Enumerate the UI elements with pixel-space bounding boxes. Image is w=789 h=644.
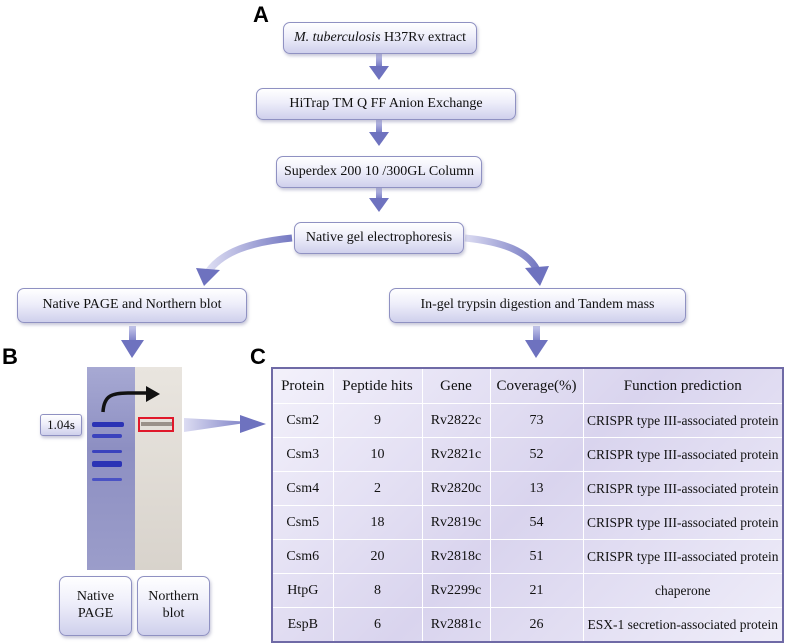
cell-gene: Rv2299c <box>421 573 491 608</box>
cell-protein: HtpG <box>271 573 334 608</box>
table-header-row: Protein Peptide hits Gene Coverage(%) Fu… <box>271 367 784 404</box>
header-protein: Protein <box>271 367 334 404</box>
cell-function: CRISPR type III-associated protein <box>582 471 784 506</box>
table-row: EspB 6 Rv2881c 26 ESX-1 secretion-associ… <box>271 607 784 643</box>
cell-gene: Rv2818c <box>421 539 491 574</box>
cell-protein: Csm2 <box>271 403 334 438</box>
protein-results-table: Protein Peptide hits Gene Coverage(%) Fu… <box>271 367 784 643</box>
step-extract: M. tuberculosis H37Rv extract <box>283 22 477 54</box>
arrow-down-3 <box>369 188 389 212</box>
cell-protein: Csm3 <box>271 437 334 472</box>
cell-gene: Rv2821c <box>421 437 491 472</box>
cell-coverage: 73 <box>489 403 584 438</box>
table-row: Csm5 18 Rv2819c 54 CRISPR type III-assoc… <box>271 505 784 540</box>
cell-coverage: 54 <box>489 505 584 540</box>
panel-label-c: C <box>250 344 266 369</box>
cell-coverage: 26 <box>489 607 584 643</box>
cell-function: chaperone <box>582 573 784 608</box>
native-page-label: Native PAGE <box>59 576 132 636</box>
arrow-down-gel <box>121 326 144 358</box>
cell-protein: Csm5 <box>271 505 334 540</box>
table-row: Csm3 10 Rv2821c 52 CRISPR type III-assoc… <box>271 437 784 472</box>
highlight-box <box>138 417 174 432</box>
arrow-down-1 <box>369 54 389 80</box>
step-native-gel: Native gel electrophoresis <box>294 222 464 254</box>
cell-protein: EspB <box>271 607 334 643</box>
step-anion-exchange: HiTrap TM Q FF Anion Exchange <box>256 88 516 120</box>
northern-blot-membrane <box>135 367 182 570</box>
cell-coverage: 13 <box>489 471 584 506</box>
gel-band <box>92 434 122 438</box>
arrow-down-table <box>525 326 548 358</box>
branch-trypsin-mass: In-gel trypsin digestion and Tandem mass <box>389 288 686 323</box>
gel-band <box>92 450 122 453</box>
cell-gene: Rv2881c <box>421 607 491 643</box>
cell-peptide-hits: 6 <box>332 607 423 643</box>
cell-peptide-hits: 9 <box>332 403 423 438</box>
header-coverage: Coverage(%) <box>489 367 584 404</box>
cell-function: ESX-1 secretion-associated protein <box>582 607 784 643</box>
cell-function: CRISPR type III-associated protein <box>582 539 784 574</box>
panel-label-b: B <box>2 344 18 369</box>
cell-peptide-hits: 10 <box>332 437 423 472</box>
exposure-time-label: 1.04s <box>40 414 82 436</box>
cell-coverage: 21 <box>489 573 584 608</box>
blot-band <box>141 422 173 426</box>
cell-peptide-hits: 8 <box>332 573 423 608</box>
branch-native-page-northern: Native PAGE and Northern blot <box>17 288 247 323</box>
table-row: Csm6 20 Rv2818c 51 CRISPR type III-assoc… <box>271 539 784 574</box>
gel-band <box>92 478 122 481</box>
cell-gene: Rv2820c <box>421 471 491 506</box>
gel-band <box>92 422 124 427</box>
step-superdex-column: Superdex 200 10 /300GL Column <box>276 156 482 188</box>
panel-label-a: A <box>253 2 269 27</box>
native-page-gel <box>87 367 135 570</box>
cell-gene: Rv2819c <box>421 505 491 540</box>
cell-peptide-hits: 2 <box>332 471 423 506</box>
arrow-branch-left <box>196 234 293 286</box>
header-function: Function prediction <box>582 367 784 404</box>
header-gene: Gene <box>421 367 491 404</box>
header-peptide-hits: Peptide hits <box>332 367 423 404</box>
arrow-down-2 <box>369 120 389 146</box>
cell-function: CRISPR type III-associated protein <box>582 403 784 438</box>
northern-blot-label: Northern blot <box>137 576 210 636</box>
arrow-right-table <box>184 415 266 433</box>
cell-peptide-hits: 18 <box>332 505 423 540</box>
cell-coverage: 51 <box>489 539 584 574</box>
cell-function: CRISPR type III-associated protein <box>582 505 784 540</box>
table-row: Csm2 9 Rv2822c 73 CRISPR type III-associ… <box>271 403 784 438</box>
gel-band <box>92 461 122 467</box>
table-row: Csm4 2 Rv2820c 13 CRISPR type III-associ… <box>271 471 784 506</box>
cell-protein: Csm6 <box>271 539 334 574</box>
cell-gene: Rv2822c <box>421 403 491 438</box>
cell-peptide-hits: 20 <box>332 539 423 574</box>
cell-protein: Csm4 <box>271 471 334 506</box>
cell-coverage: 52 <box>489 437 584 472</box>
arrow-branch-right <box>464 234 549 286</box>
table-row: HtpG 8 Rv2299c 21 chaperone <box>271 573 784 608</box>
cell-function: CRISPR type III-associated protein <box>582 437 784 472</box>
